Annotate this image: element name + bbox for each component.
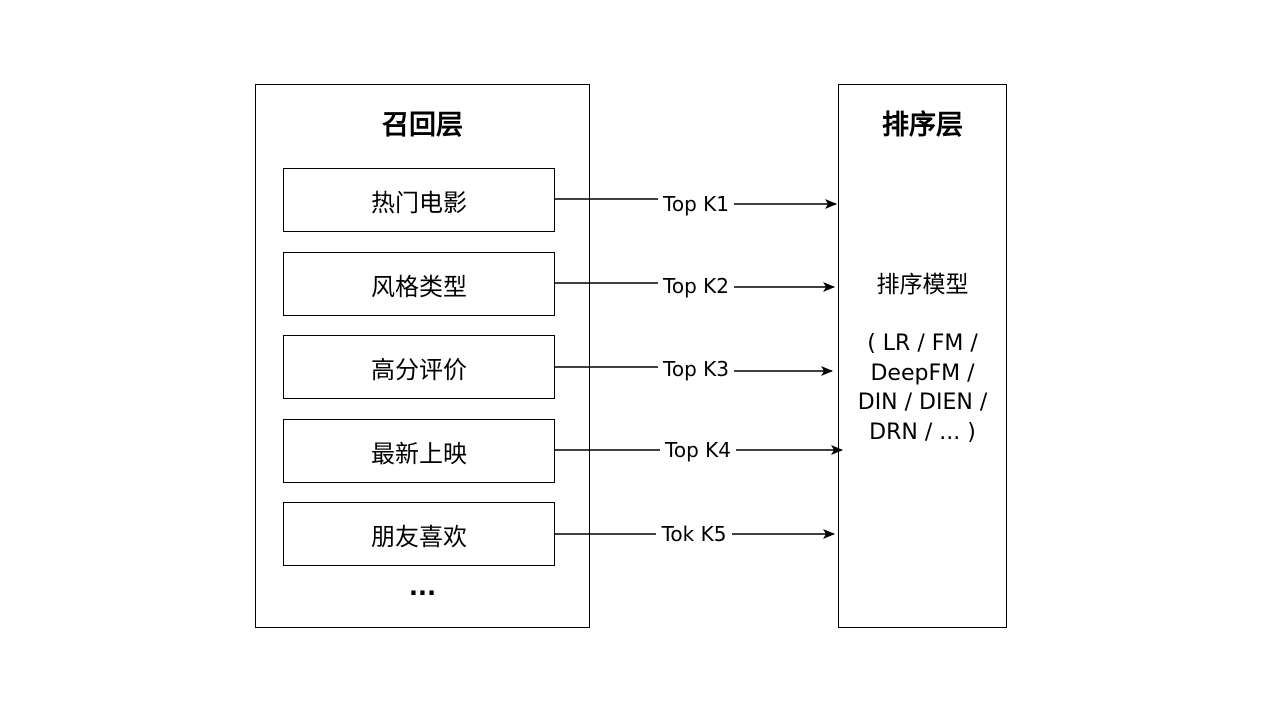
recall-item-label: 高分评价 [371,355,467,384]
recall-item-high-rating: 高分评价 [283,335,555,399]
recall-layer-panel: 召回层 热门电影 风格类型 高分评价 最新上映 朋友喜欢 ... [255,84,590,628]
recall-item-label: 热门电影 [371,188,467,217]
edge-label: Top K3 [662,357,729,381]
recall-item-label: 最新上映 [371,439,467,468]
recall-item-new-release: 最新上映 [283,419,555,483]
edge-label: Top K1 [662,192,729,216]
edge-tok-k5: Tok K5 [555,522,835,546]
ranking-model-line: DeepFM / [870,360,975,386]
ranking-model-list: ( LR / FM / DeepFM / DIN / DIEN / DRN / … [843,329,1002,447]
ranking-model-line: DRN / ... ) [869,419,976,445]
edge-top-k1: Top K1 [555,192,837,216]
recall-item-friends-like: 朋友喜欢 [283,502,555,566]
recall-layer-title: 召回层 [382,110,463,141]
recall-item-label: 风格类型 [371,272,467,301]
recall-item-hot-movies: 热门电影 [283,168,555,232]
edge-label: Top K2 [662,274,729,298]
edge-top-k4: Top K4 [555,438,843,462]
edge-label: Top K4 [664,438,731,462]
ranking-model-line: ( LR / FM / [867,331,978,356]
ranking-model-line: DIN / DIEN / [857,390,988,415]
ranking-layer-panel: 排序层 排序模型 ( LR / FM / DeepFM / DIN / DIEN… [838,84,1007,628]
edge-label: Tok K5 [661,522,727,546]
ranking-model-label: 排序模型 [876,272,969,298]
ranking-layer-title: 排序层 [882,110,963,141]
edge-top-k2: Top K2 [555,274,835,298]
edge-top-k3: Top K3 [555,357,833,381]
recall-more-ellipsis: ... [408,573,437,601]
recall-item-label: 朋友喜欢 [371,522,467,551]
recall-item-genre: 风格类型 [283,252,555,316]
